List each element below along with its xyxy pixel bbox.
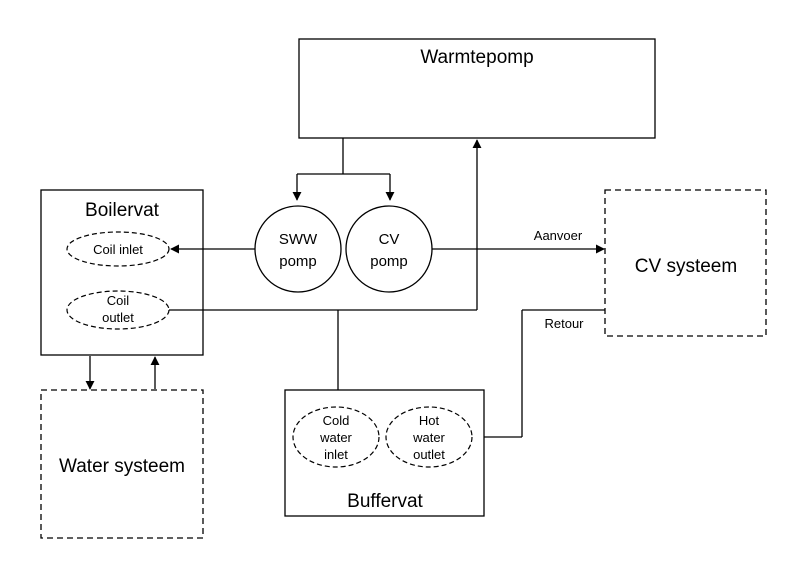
cv-systeem-label: CV systeem bbox=[635, 256, 737, 277]
aanvoer-label: Aanvoer bbox=[534, 228, 583, 243]
retour-line bbox=[473, 309, 605, 442]
sww-pomp-label-line1: SWW bbox=[279, 231, 318, 248]
hot-water-outlet: Hot water outlet bbox=[385, 406, 473, 468]
cold-water-inlet-label-line2: water bbox=[319, 430, 352, 445]
coil-outlet-label-line2: outlet bbox=[102, 310, 134, 325]
warmtepomp-label: Warmtepomp bbox=[420, 47, 533, 68]
boilervat-box: Boilervat bbox=[40, 189, 204, 356]
pump-feed-lines bbox=[292, 138, 395, 201]
cv-pomp: CV pomp bbox=[345, 205, 433, 293]
coil-outlet-label-line1: Coil bbox=[107, 293, 130, 308]
sww-pomp-label-line2: pomp bbox=[279, 253, 317, 270]
cv-pomp-label-line1: CV bbox=[379, 231, 400, 248]
coil-inlet: Coil inlet bbox=[66, 231, 170, 267]
cold-water-inlet: Cold water inlet bbox=[292, 406, 380, 468]
cold-water-inlet-label-line3: inlet bbox=[324, 447, 348, 462]
cv-pomp-label-line2: pomp bbox=[370, 253, 408, 270]
hot-water-outlet-label-line3: outlet bbox=[413, 447, 445, 462]
retour-label: Retour bbox=[544, 316, 584, 331]
water-systeem-label: Water systeem bbox=[59, 456, 185, 477]
sww-pomp: SWW pomp bbox=[254, 205, 342, 293]
cv-systeem-box: CV systeem bbox=[604, 189, 767, 337]
cold-water-inlet-label-line1: Cold bbox=[323, 413, 350, 428]
boilervat-label: Boilervat bbox=[85, 200, 160, 221]
coil-inlet-label: Coil inlet bbox=[93, 242, 143, 257]
buffervat-label: Buffervat bbox=[347, 491, 423, 512]
coil-outlet: Coil outlet bbox=[66, 290, 170, 330]
warmtepomp-box: Warmtepomp bbox=[298, 38, 656, 139]
hot-water-outlet-label-line1: Hot bbox=[419, 413, 440, 428]
water-systeem-box: Water systeem bbox=[40, 389, 204, 539]
return-to-warmtepomp-lines bbox=[169, 139, 482, 405]
hot-water-outlet-label-line2: water bbox=[412, 430, 445, 445]
